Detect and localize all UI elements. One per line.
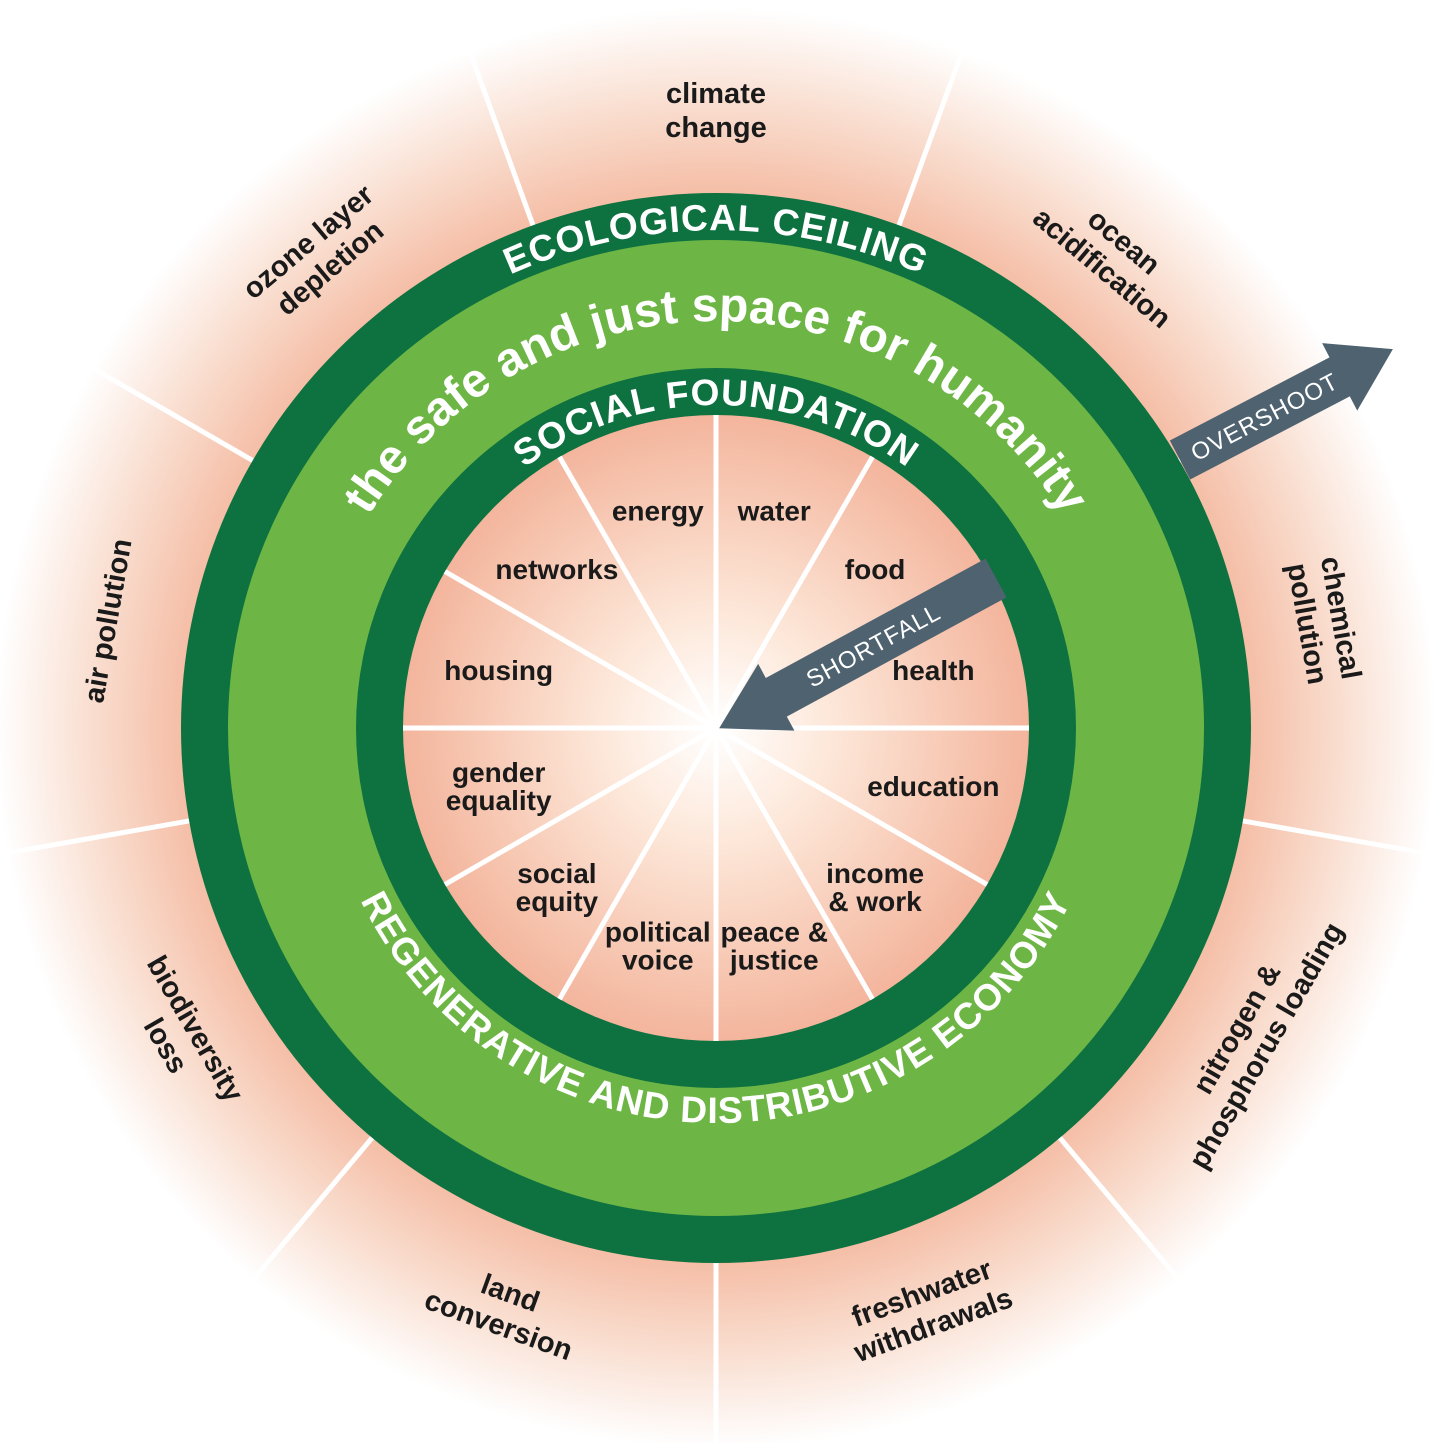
social-spoke <box>443 725 718 887</box>
social-spoke <box>713 455 875 730</box>
social-spoke <box>557 455 719 730</box>
social-spoke <box>714 725 989 887</box>
ecological-spoke <box>465 45 538 231</box>
social-spoke <box>443 569 718 731</box>
ecological-spoke <box>894 45 967 231</box>
social-foundation-label: networks <box>495 554 618 585</box>
social-foundation-label: equity <box>516 886 599 917</box>
ecological-ceiling-label: change <box>665 112 767 144</box>
social-foundation-label: water <box>737 496 811 527</box>
social-foundation-label: food <box>845 554 906 585</box>
social-foundation-label: education <box>867 771 999 802</box>
social-foundation-labels: water food health education income& workpeac… <box>444 496 999 976</box>
ecological-spoke <box>1054 1132 1184 1285</box>
social-foundation-label: political <box>605 916 711 947</box>
overshoot-arrow-shape <box>1169 343 1393 480</box>
shortfall-arrow-shape <box>719 558 1007 731</box>
social-foundation-label: housing <box>444 655 553 686</box>
social-foundation-label: income <box>826 858 924 889</box>
social-foundation-label: voice <box>622 944 694 975</box>
ecological-ceiling-label: climate <box>666 78 766 110</box>
ecological-spoke <box>86 363 259 466</box>
social-foundation-label: health <box>892 655 974 686</box>
social-foundation-label: social <box>517 858 596 889</box>
ecological-spoke <box>1237 817 1431 857</box>
social-spoke <box>557 726 719 1001</box>
social-foundation-label: & work <box>828 886 922 917</box>
social-spoke <box>713 726 875 1001</box>
social-foundation-label: energy <box>612 496 704 527</box>
social-foundation-label: peace & <box>721 916 828 947</box>
social-foundation-label: equality <box>446 785 552 816</box>
ecological-spoke <box>248 1132 378 1285</box>
social-foundation-label: justice <box>729 944 819 975</box>
ecological-spoke <box>1 817 195 857</box>
social-foundation-label: gender <box>452 757 545 788</box>
